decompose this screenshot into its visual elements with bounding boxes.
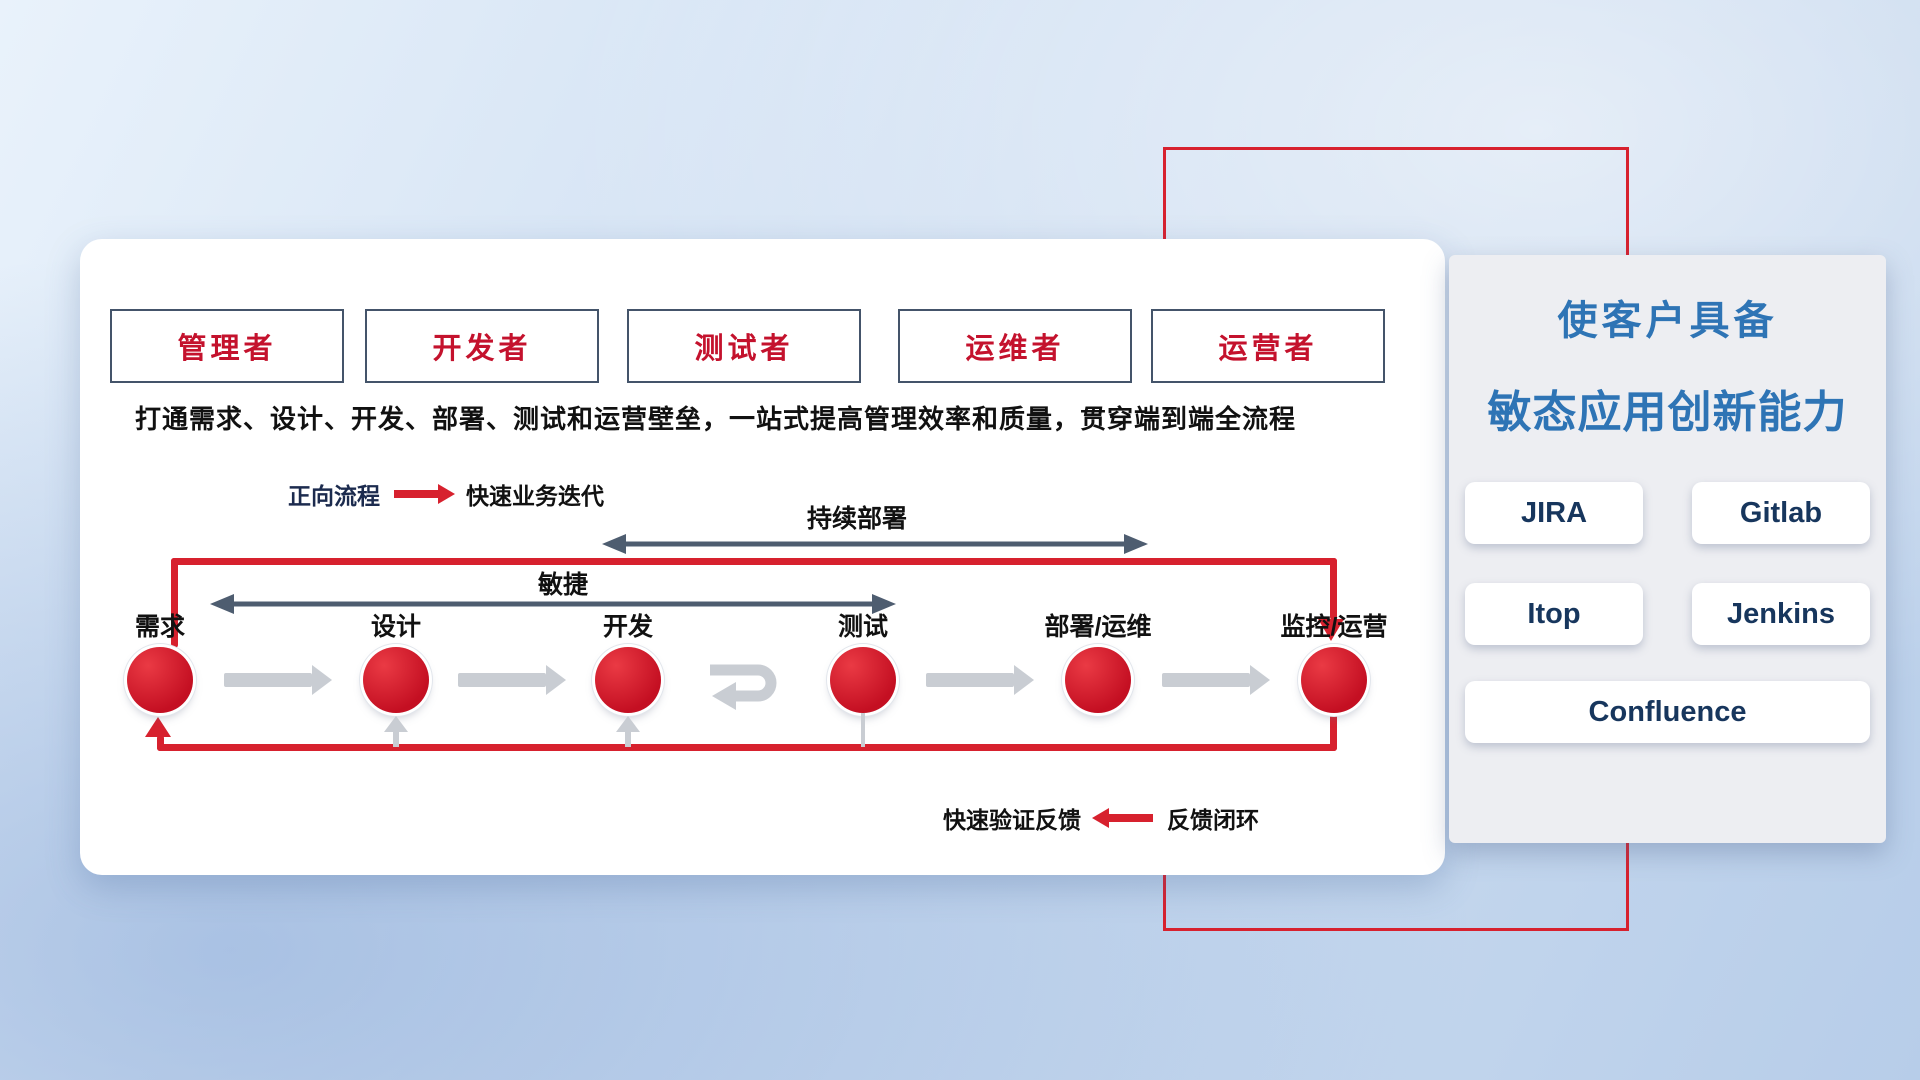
role-box-developer: 开发者 <box>365 309 599 383</box>
node-label-monitor-op: 监控/运营 <box>1280 613 1388 641</box>
node-circle-monitor-op <box>1301 647 1367 713</box>
feedback-loop-right-vertical <box>1330 713 1337 751</box>
node-circle-requirements <box>127 647 193 713</box>
feedback-arrow-icon <box>1109 814 1153 822</box>
feedback-up-arrow-design-stem <box>393 731 399 747</box>
node-circle-develop <box>595 647 661 713</box>
feedback-loop-left-stem <box>157 735 164 751</box>
panel-title-line1: 使客户具备 <box>1557 299 1778 343</box>
feedback-up-arrow-design-head <box>384 716 408 732</box>
node-circle-design <box>363 647 429 713</box>
forward-loop-left-vertical <box>171 558 178 648</box>
role-label: 运维者 <box>965 333 1065 365</box>
forward-legend-desc: 快速业务迭代 <box>466 483 604 509</box>
headline-text: 打通需求、设计、开发、部署、测试和运营壁垒，一站式提高管理效率和质量，贯穿端到端… <box>135 404 1297 434</box>
side-panel: 使客户具备 敏态应用创新能力 JIRA Gitlab Itop Jenkins … <box>1449 255 1886 843</box>
continuous-deployment-label: 持续部署 <box>806 505 907 533</box>
role-box-ops: 运维者 <box>898 309 1132 383</box>
tool-badge-jira: JIRA <box>1465 482 1643 544</box>
node-label-deploy-ops: 部署/运维 <box>1044 613 1152 641</box>
feedback-legend: 快速验证反馈 反馈闭环 <box>943 801 1259 835</box>
node-circle-test <box>830 647 896 713</box>
tool-badge-gitlab: Gitlab <box>1692 482 1870 544</box>
agile-range-arrow <box>210 594 896 614</box>
feedback-up-arrow-develop-stem <box>625 731 631 747</box>
step-arrow-5 <box>1162 673 1250 687</box>
tool-badge-jenkins: Jenkins <box>1692 583 1870 645</box>
node-label-requirements: 需求 <box>134 613 185 641</box>
feedback-loop-bottom-line <box>157 744 1337 751</box>
forward-loop-top-line <box>171 558 1337 565</box>
role-label: 运营者 <box>1218 333 1318 365</box>
step-arrow-2 <box>458 673 546 687</box>
node-label-develop: 开发 <box>602 613 653 641</box>
forward-arrow-icon <box>394 490 438 498</box>
agile-label: 敏捷 <box>537 571 588 599</box>
step-arrow-1 <box>224 673 312 687</box>
role-box-manager: 管理者 <box>110 309 344 383</box>
continuous-deployment-range-arrow <box>602 534 1148 554</box>
forward-legend-label: 正向流程 <box>288 483 380 509</box>
devops-flow-card: 管理者 开发者 测试者 运维者 运营者 打通需求、设计、开发、部署、测试和运营壁… <box>80 239 1445 875</box>
node-circle-deploy-ops <box>1065 647 1131 713</box>
feedback-legend-desc: 快速验证反馈 <box>943 807 1081 833</box>
feedback-legend-label: 反馈闭环 <box>1167 807 1259 833</box>
feedback-up-arrow-develop-head <box>616 716 640 732</box>
panel-title-line2: 敏态应用创新能力 <box>1487 388 1848 437</box>
step-arrow-4 <box>926 673 1014 687</box>
role-box-operator: 运营者 <box>1151 309 1385 383</box>
role-label: 测试者 <box>694 333 794 365</box>
node-label-test: 测试 <box>837 613 888 641</box>
forward-legend: 正向流程 快速业务迭代 <box>288 477 604 511</box>
feedback-loop-arrowhead-up <box>145 717 171 737</box>
forward-loop-arrowhead-down <box>1318 619 1344 641</box>
test-feedback-drop-line <box>861 713 865 747</box>
node-label-design: 设计 <box>370 613 421 641</box>
role-label: 管理者 <box>177 333 277 365</box>
iteration-loop-icon <box>710 664 777 710</box>
tool-badge-itop: Itop <box>1465 583 1643 645</box>
tool-badge-confluence: Confluence <box>1465 681 1870 743</box>
forward-loop-right-vertical <box>1330 558 1337 620</box>
role-label: 开发者 <box>432 333 532 365</box>
role-box-tester: 测试者 <box>627 309 861 383</box>
